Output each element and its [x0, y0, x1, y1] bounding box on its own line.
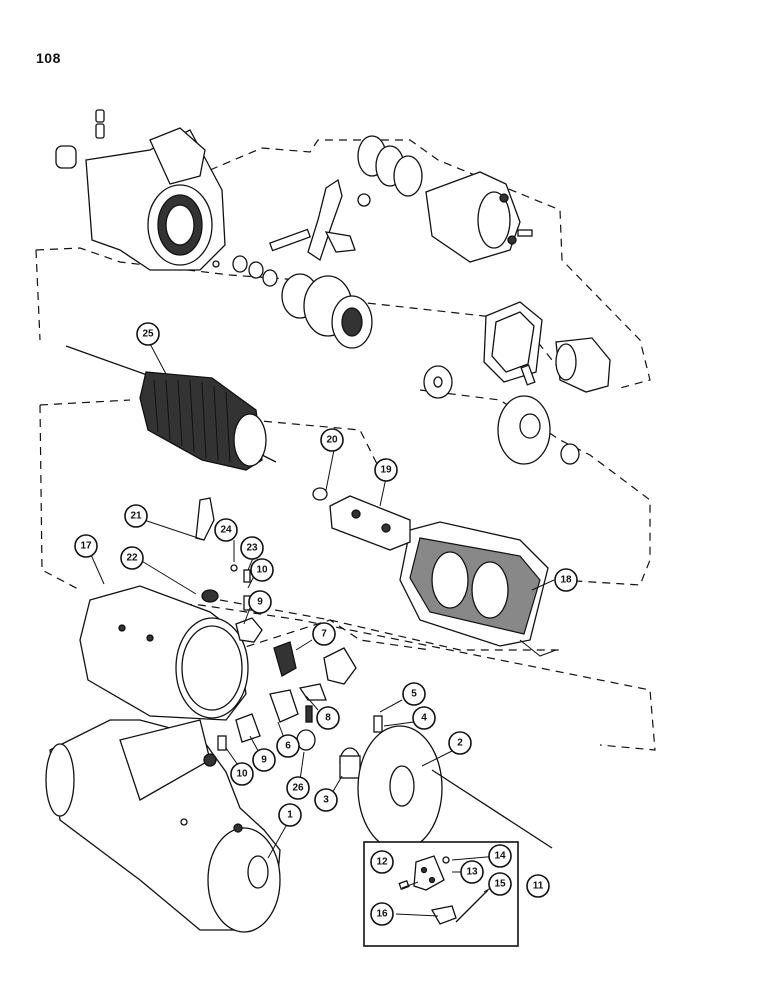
callout-15: 15 — [488, 872, 512, 896]
armature — [65, 345, 277, 471]
svg-text:5: 5 — [411, 689, 417, 700]
callout-24: 24 — [214, 518, 238, 542]
callout-2: 2 — [448, 731, 472, 755]
svg-text:10: 10 — [256, 565, 268, 576]
callout-17: 17 — [74, 534, 98, 558]
svg-text:20: 20 — [326, 435, 338, 446]
callout-21: 21 — [124, 504, 148, 528]
svg-text:11: 11 — [533, 881, 544, 892]
svg-text:13: 13 — [466, 867, 478, 878]
svg-text:8: 8 — [325, 713, 331, 724]
commutator-end-bushing — [339, 747, 361, 779]
svg-text:23: 23 — [246, 543, 258, 554]
callout-9-upper: 9 — [248, 590, 272, 614]
svg-text:2: 2 — [457, 738, 463, 749]
callout-9-lower: 9 — [252, 748, 276, 772]
leader-lines — [87, 339, 555, 917]
insulator — [312, 487, 411, 551]
callout-23: 23 — [240, 536, 264, 560]
svg-text:21: 21 — [130, 511, 142, 522]
callout-5: 5 — [402, 682, 426, 706]
svg-text:12: 12 — [376, 857, 388, 868]
callout-18: 18 — [554, 568, 578, 592]
svg-text:25: 25 — [142, 329, 154, 340]
shift-lever — [212, 178, 371, 287]
callout-16: 16 — [370, 902, 394, 926]
brush-holders — [217, 641, 383, 751]
drive-housing — [55, 109, 226, 271]
svg-text:15: 15 — [494, 879, 506, 890]
svg-text:24: 24 — [220, 525, 232, 536]
callout-10-upper: 10 — [250, 558, 274, 582]
washers-bushing — [423, 365, 580, 465]
callout-1: 1 — [278, 803, 302, 827]
assembled-starter — [45, 719, 281, 933]
callout-8: 8 — [316, 706, 340, 730]
gasket-plunger — [483, 301, 611, 393]
svg-text:22: 22 — [126, 553, 138, 564]
svg-text:17: 17 — [80, 541, 92, 552]
callout-26: 26 — [286, 776, 310, 800]
svg-text:16: 16 — [376, 909, 388, 920]
callout-14: 14 — [488, 844, 512, 868]
callout-7: 7 — [312, 622, 336, 646]
plunger-springs — [357, 135, 423, 197]
callout-25: 25 — [136, 322, 160, 346]
field-coil — [399, 521, 557, 657]
callout-3: 3 — [314, 788, 338, 812]
callout-20: 20 — [320, 428, 344, 452]
svg-text:4: 4 — [421, 713, 427, 724]
svg-text:14: 14 — [494, 851, 506, 862]
svg-text:3: 3 — [323, 795, 329, 806]
callout-6: 6 — [276, 734, 300, 758]
svg-text:6: 6 — [285, 741, 291, 752]
solenoid — [425, 171, 533, 263]
callout-4: 4 — [412, 706, 436, 730]
page-number: 108 — [36, 50, 61, 66]
svg-text:9: 9 — [261, 755, 267, 766]
callout-10-lower: 10 — [230, 762, 254, 786]
svg-text:7: 7 — [321, 629, 327, 640]
callout-19: 19 — [374, 458, 398, 482]
svg-text:26: 26 — [292, 783, 304, 794]
callout-11: 11 — [526, 874, 550, 898]
drive-pinion — [281, 273, 373, 349]
callout-22: 22 — [120, 546, 144, 570]
svg-text:18: 18 — [560, 575, 572, 586]
commutator-end-frame — [357, 725, 553, 851]
svg-text:1: 1 — [287, 810, 293, 821]
svg-text:9: 9 — [257, 597, 263, 608]
field-frame — [79, 497, 263, 721]
svg-text:10: 10 — [236, 769, 248, 780]
callout-13: 13 — [460, 860, 484, 884]
svg-text:19: 19 — [380, 465, 392, 476]
callout-12: 12 — [370, 850, 394, 874]
group-dash-lines — [35, 139, 656, 751]
